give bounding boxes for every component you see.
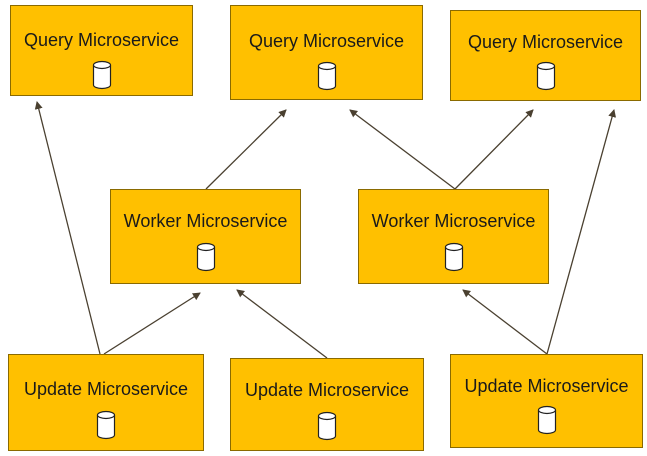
box-label: Query Microservice (23, 30, 180, 50)
query-microservice-box: Query Microservice (450, 10, 641, 101)
box-label: Worker Microservice (371, 211, 536, 231)
box-label: Query Microservice (467, 32, 624, 52)
arrow-update-1-to-query-1 (34, 101, 101, 355)
update-microservice-box: Update Microservice (230, 358, 424, 451)
query-microservice-box: Query Microservice (10, 5, 193, 96)
arrow-update-1-to-worker-1 (103, 292, 201, 355)
arrow-worker-2-to-query-3 (454, 109, 534, 190)
arrow-update-3-to-query-3 (546, 109, 617, 355)
box-label: Worker Microservice (123, 211, 288, 231)
arrow-worker-2-to-query-2 (349, 109, 456, 190)
database-icon (444, 242, 463, 272)
database-icon (317, 61, 336, 91)
box-label: Update Microservice (244, 380, 410, 400)
box-label: Update Microservice (23, 379, 189, 399)
arrow-update-2-to-worker-1 (236, 289, 328, 359)
database-icon (92, 60, 111, 90)
arrow-worker-1-to-query-2 (205, 109, 287, 190)
worker-microservice-box: Worker Microservice (110, 189, 301, 284)
database-icon (196, 242, 215, 272)
worker-microservice-box: Worker Microservice (358, 189, 549, 284)
box-label: Query Microservice (248, 31, 405, 51)
arrow-update-3-to-worker-2 (462, 289, 548, 355)
database-icon (96, 410, 116, 440)
update-microservice-box: Update Microservice (8, 354, 204, 451)
box-label: Update Microservice (464, 376, 629, 396)
query-microservice-box: Query Microservice (230, 5, 423, 100)
update-microservice-box: Update Microservice (450, 354, 643, 448)
database-icon (317, 411, 337, 441)
database-icon (537, 405, 556, 435)
database-icon (536, 61, 555, 91)
